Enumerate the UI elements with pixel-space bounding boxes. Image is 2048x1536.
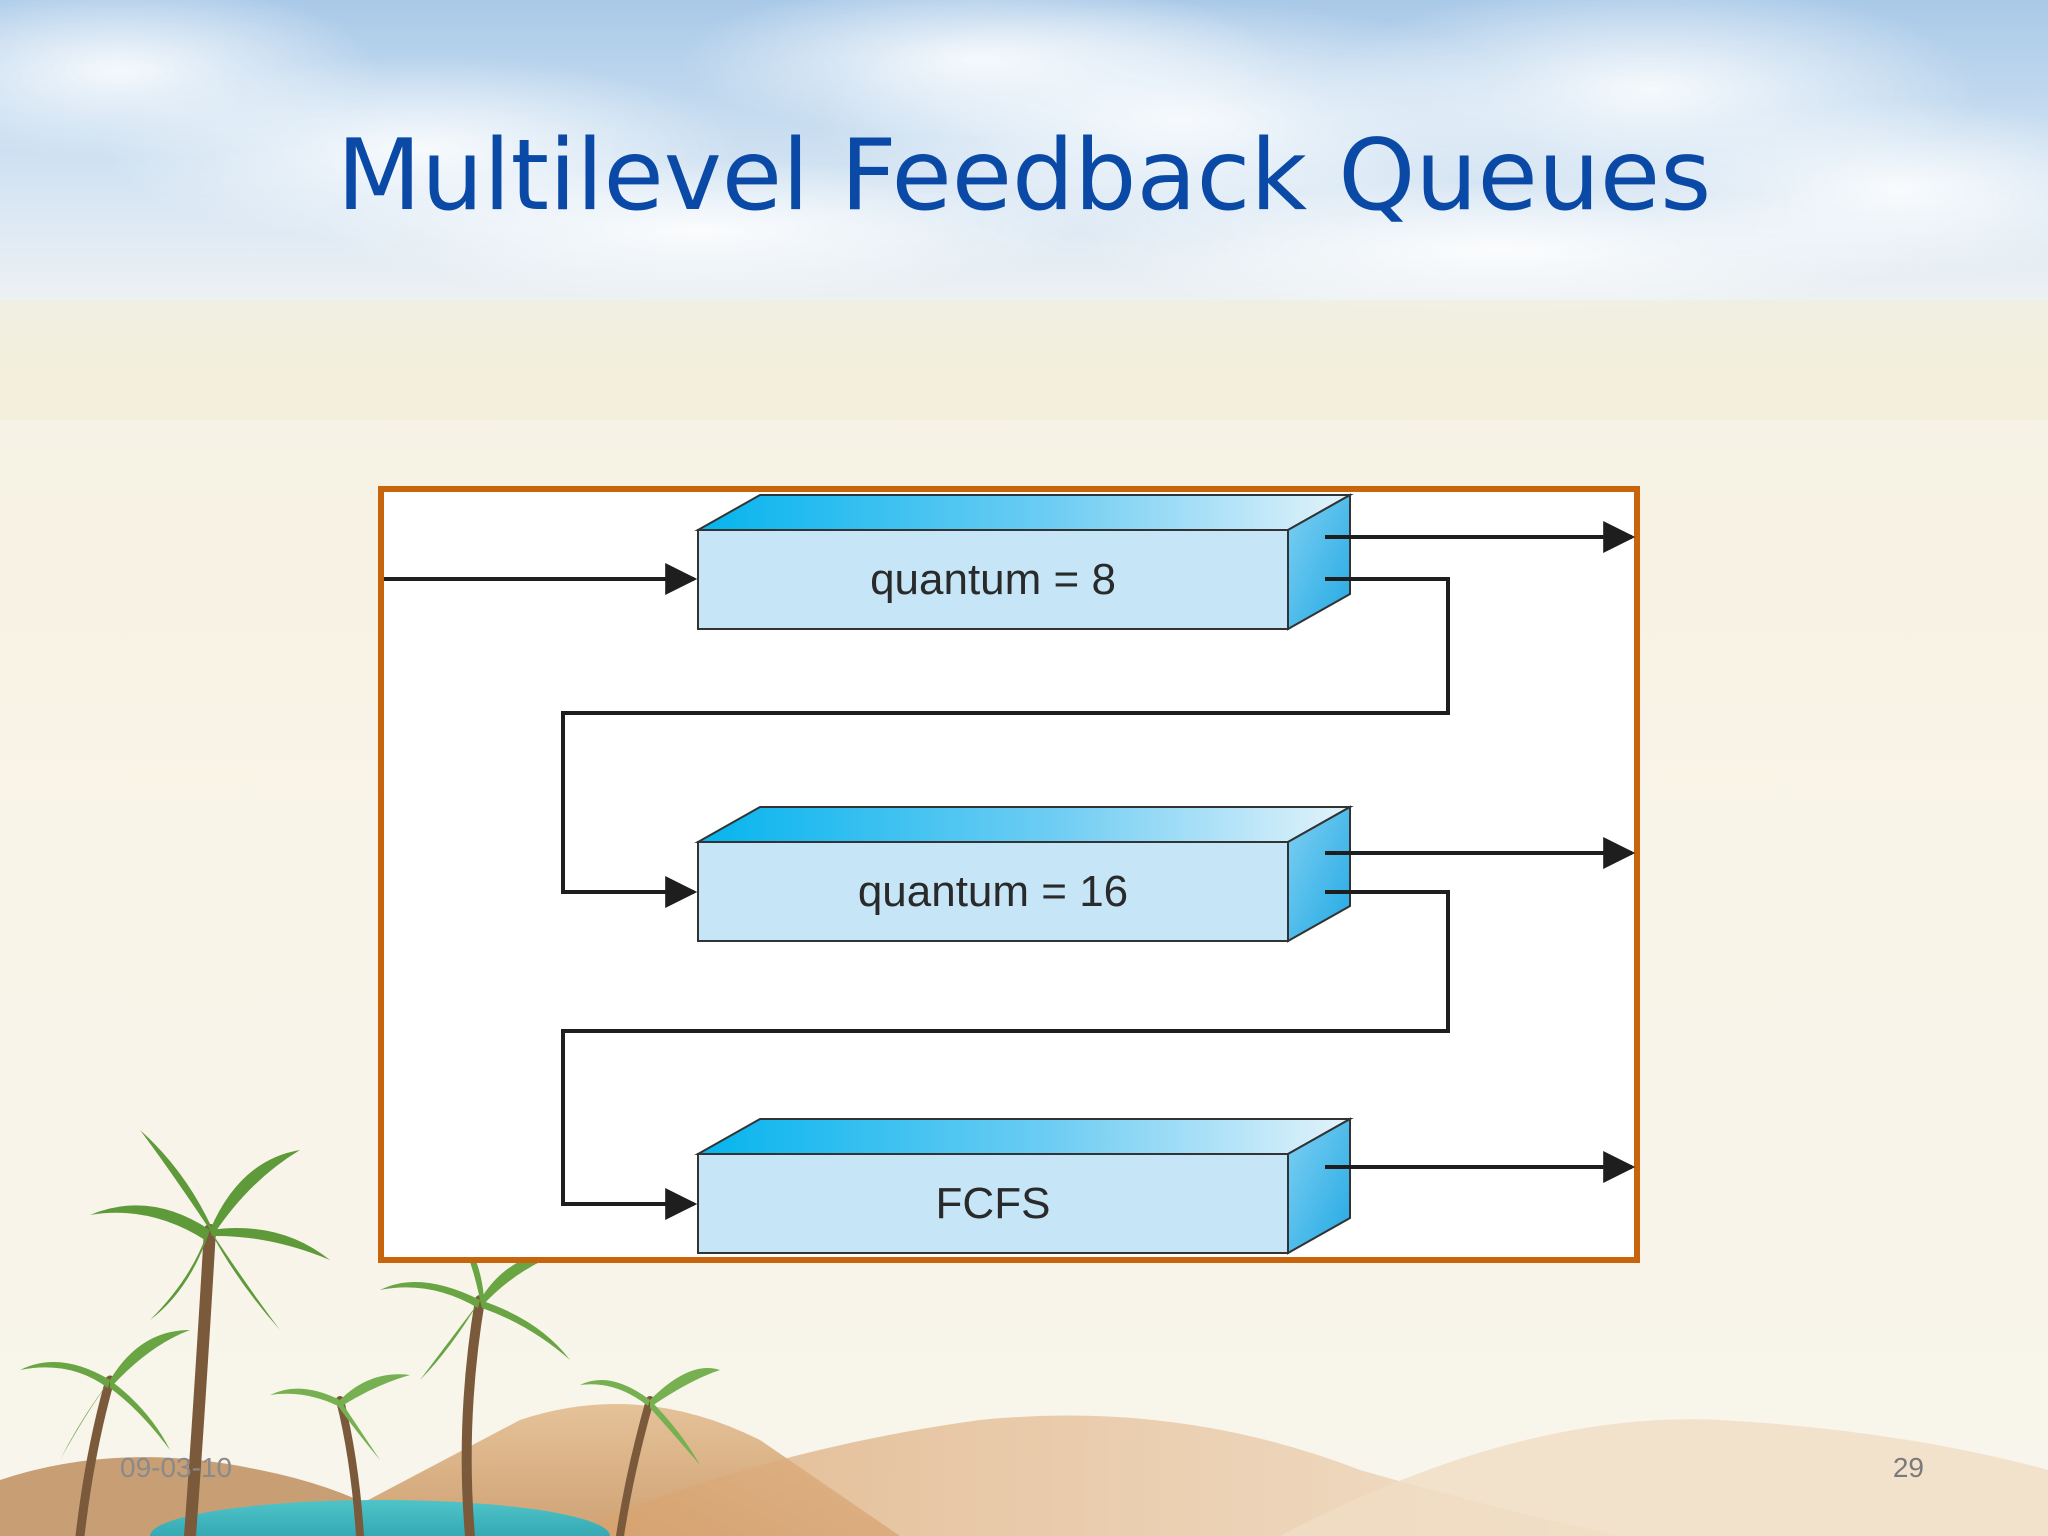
oasis-water [150,1500,610,1536]
queue-label-2: quantum = 16 [858,867,1128,916]
queue-box-3: FCFS [694,1117,1354,1255]
arrow-demote-2 [561,890,1450,1220]
queue-label-1: quantum = 8 [870,555,1116,604]
queue-box-2: quantum = 16 [694,805,1354,943]
queue-box-1: quantum = 8 [694,493,1354,631]
slide-title: Multilevel Feedback Queues [336,119,1712,233]
arrow-demote-1 [561,577,1450,908]
clouds [0,0,2048,320]
connectors [384,521,1636,1220]
queue-label-3: FCFS [936,1179,1051,1228]
slide-number: 29 [1892,1452,1924,1483]
footer-date: 09-03-10 [120,1452,233,1483]
